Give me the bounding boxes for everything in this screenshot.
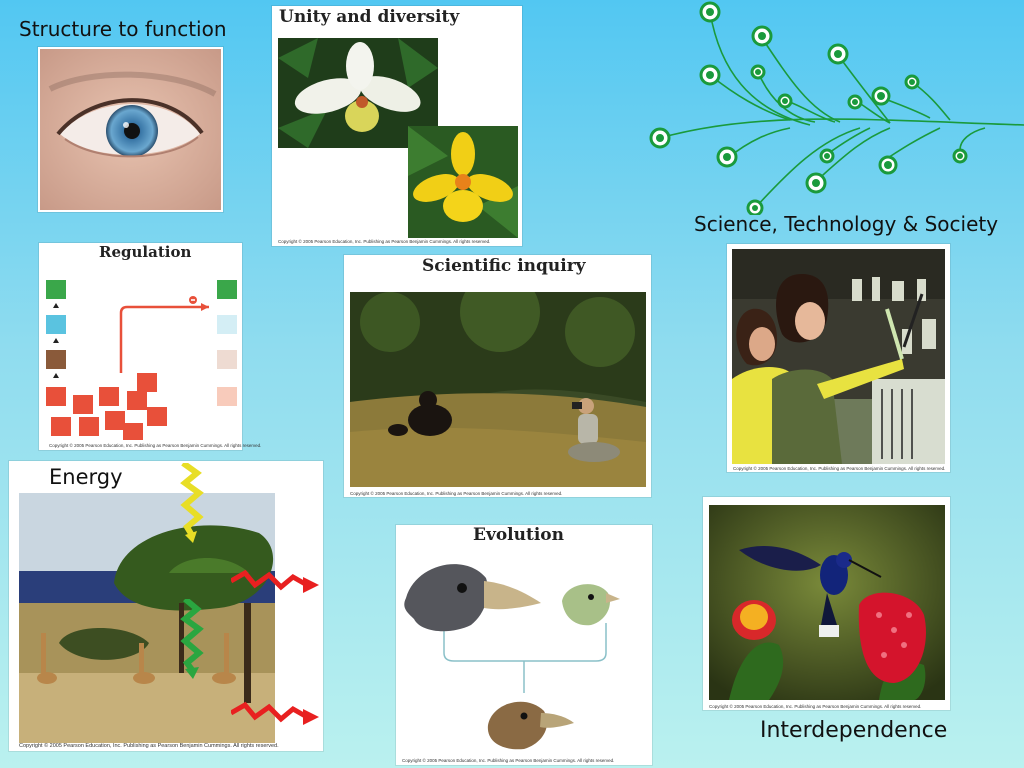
hummingbird-flower-photo: [709, 505, 945, 700]
evolution-copyright: Copyright © 2005 Pearson Education, Inc.…: [402, 758, 615, 763]
scientists-lab-photo: [732, 249, 945, 464]
sts-copyright: Copyright © 2005 Pearson Education, Inc.…: [733, 466, 946, 471]
eye-photo: [38, 47, 223, 212]
unity-diversity-title: Unity and diversity: [279, 7, 460, 27]
chimp-researcher-photo: [350, 292, 646, 487]
label-energy: Energy: [49, 465, 123, 489]
sts-panel: Copyright © 2005 Pearson Education, Inc.…: [727, 244, 950, 472]
regulation-diagram: ✳: [46, 280, 237, 440]
savanna-giraffes-photo: [19, 493, 275, 743]
chemical-energy-bolt-icon: [180, 599, 204, 679]
heat-loss-bolt-icon-2: [231, 701, 319, 725]
interdependence-copyright: Copyright © 2005 Pearson Education, Inc.…: [709, 704, 922, 709]
regulation-panel: Regulation ✳ Copyright © 2005 Pearson Ed…: [39, 243, 261, 450]
scientific-inquiry-panel: Scientific inquiry Copyright © 2005 Pear…: [344, 255, 651, 497]
label-science-technology-society: Science, Technology & Society: [694, 212, 999, 236]
label-interdependence: Interdependence: [760, 718, 948, 743]
finch-evolution-diagram: [404, 564, 620, 750]
heat-loss-bolt-icon-1: [231, 569, 319, 593]
vine-decoration: [649, 1, 1024, 215]
regulation-copyright: Copyright © 2005 Pearson Education, Inc.…: [49, 443, 262, 448]
energy-copyright: Copyright © 2005 Pearson Education, Inc.…: [19, 743, 279, 749]
label-structure-to-function: Structure to function: [19, 17, 227, 41]
regulation-title: Regulation: [99, 243, 192, 261]
scientific-inquiry-title: Scientific inquiry: [422, 256, 586, 276]
evolution-panel: Evolution Copyright © 2005 Pearson Educa…: [396, 525, 652, 765]
unity-diversity-panel: Unity and diversity Copyright © 2005 Pea…: [272, 6, 522, 246]
sunlight-bolt-icon: [180, 463, 204, 543]
energy-panel: Energy Copyright © 2005 Pearson Educatio…: [9, 461, 323, 751]
evolution-title: Evolution: [473, 525, 565, 545]
yellow-orchid-photo: [408, 126, 518, 238]
interdependence-panel: Copyright © 2005 Pearson Education, Inc.…: [703, 497, 950, 710]
unity-copyright: Copyright © 2005 Pearson Education, Inc.…: [278, 239, 491, 244]
inquiry-copyright: Copyright © 2005 Pearson Education, Inc.…: [350, 491, 563, 496]
